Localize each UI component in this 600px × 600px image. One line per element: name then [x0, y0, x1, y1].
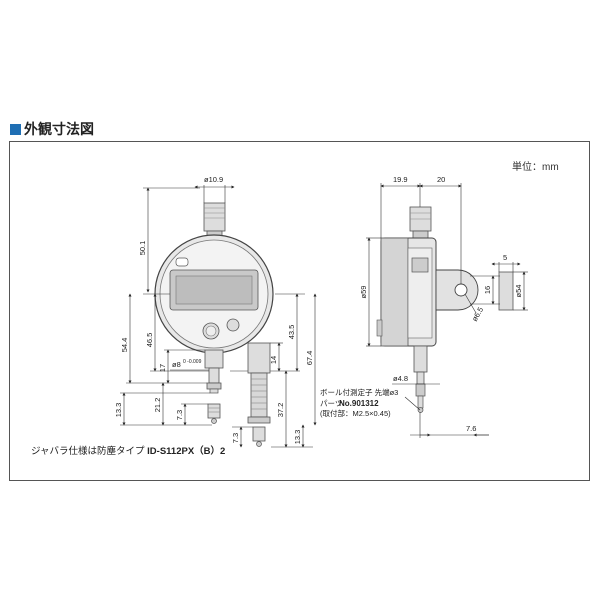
dim-19-9: 19.9: [393, 175, 408, 184]
dim-stem-tolerance: 0 -0.009: [183, 359, 202, 365]
side-view: [376, 206, 514, 413]
bellows-view: [247, 342, 271, 447]
section-title: 外観寸法図: [10, 121, 94, 137]
drawing-frame: [9, 141, 590, 481]
dim-lug-diameter: ø54: [514, 285, 523, 298]
dim-7-3-mid: 7.3: [231, 433, 240, 443]
dim-20: 20: [437, 175, 445, 184]
dim-43-5: 43.5: [287, 325, 296, 340]
title-marker-icon: [10, 123, 21, 135]
part-note-line2-prefix: パーツ: [320, 399, 342, 408]
unit-label: 単位：mm: [512, 162, 559, 173]
dim-lug-hole: ø6.5: [470, 305, 485, 323]
dim-13-3-left: 13.3: [114, 403, 123, 418]
part-note-line1: ボール付測定子 先端ø3: [320, 387, 398, 397]
dim-50-1: 50.1: [138, 241, 147, 256]
footnote-text: ジャバラ仕様は防塵タイプ: [31, 446, 145, 457]
side-dimensions: [366, 183, 528, 438]
dim-21-2: 21.2: [153, 398, 162, 413]
section-title-text: 外観寸法図: [24, 121, 94, 137]
dim-7-3-left: 7.3: [175, 410, 184, 420]
footnote-model: ID-S112PX（B）2: [147, 446, 226, 457]
dim-lug-16: 16: [483, 286, 492, 294]
part-note-line3: (取付部：M2.5×0.45): [320, 408, 391, 418]
dim-lug-5: 5: [503, 253, 507, 262]
dim-13-3-mid: 13.3: [293, 430, 302, 445]
dim-46-5: 46.5: [145, 333, 154, 348]
part-note-line2-number: No.901312: [339, 399, 379, 408]
dim-body-diameter: ø59: [359, 286, 368, 299]
dim-14: 14: [269, 356, 278, 364]
dim-37-2: 37.2: [276, 403, 285, 418]
front-view: [154, 202, 274, 424]
dim-stem-diameter: ø8: [172, 360, 181, 369]
dim-17: 17: [158, 364, 167, 372]
footnote: ジャバラ仕様は防塵タイプ ID-S112PX（B）2: [31, 443, 225, 457]
bellows-dimensions: [232, 342, 313, 448]
dim-top-diameter: ø10.9: [204, 175, 223, 184]
dim-54-4: 54.4: [120, 338, 129, 353]
dim-67-4: 67.4: [305, 351, 314, 366]
dim-contact-diameter: ø4.8: [393, 374, 408, 383]
front-dimensions: [120, 185, 317, 426]
dim-tip-7-6: 7.6: [466, 424, 476, 433]
